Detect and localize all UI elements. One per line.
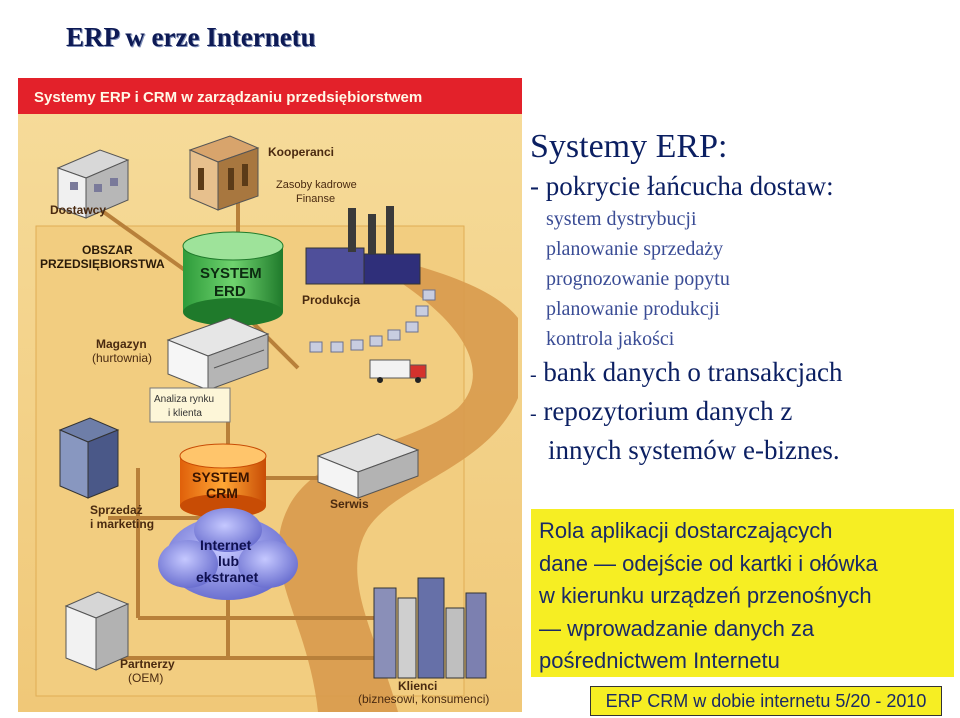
label-partnerzy: Partnerzy <box>120 657 175 671</box>
label-system-erd-1: SYSTEM <box>200 265 262 282</box>
sub-item: planowanie sprzedaży <box>546 238 724 260</box>
label-magazyn: Magazyn <box>96 337 147 351</box>
building-sprzedaz-icon <box>58 417 120 499</box>
label-system-crm-2: CRM <box>206 485 238 501</box>
building-partnerzy-icon <box>64 591 130 671</box>
bullet-bank: - bank danych o transakcjach <box>530 354 950 393</box>
bullet-repo-cont: innych systemów e-biznes. <box>548 435 840 465</box>
note-line: Rola aplikacji dostarczających <box>539 518 833 543</box>
label-obszar: OBSZAR <box>82 243 133 257</box>
erp-text-column: Systemy ERP: - pokrycie łańcucha dostaw:… <box>530 126 950 468</box>
label-zasoby-kadrowe: Zasoby kadrowe <box>276 179 357 191</box>
sub-item: prognozowanie popytu <box>546 268 730 290</box>
label-serwis: Serwis <box>330 497 369 511</box>
truck-icon <box>369 359 427 383</box>
bullet-dash: - <box>530 403 537 425</box>
goods-boxes <box>309 289 436 353</box>
city-klienci-icon <box>373 577 487 679</box>
label-analiza-2: i klienta <box>168 408 202 419</box>
label-sprzedaz: Sprzedaż <box>90 503 143 517</box>
label-finanse: Finanse <box>296 193 335 205</box>
bullet-repo-text: repozytorium danych z <box>543 396 793 426</box>
system-erd-cylinder-icon <box>182 231 284 326</box>
sub-item: planowanie produkcji <box>546 298 720 320</box>
sub-items-list: system dystrybucji planowanie sprzedaży … <box>530 204 950 354</box>
note-box: Rola aplikacji dostarczających dane — od… <box>531 509 954 677</box>
internet-cloud-icon <box>158 508 298 600</box>
building-dostawcy-icon <box>56 149 130 219</box>
erp-crm-diagram: Systemy ERP i CRM w zarządzaniu przedsię… <box>18 78 522 712</box>
label-przedsiebiorstwa: PRZEDSIĘBIORSTWA <box>40 257 165 271</box>
sub-item: system dystrybucji <box>546 208 697 230</box>
sub-item: kontrola jakości <box>546 328 675 350</box>
slide-title: ERP w erze Internetu <box>66 22 316 52</box>
supply-chain-line: - pokrycie łańcucha dostaw: <box>530 171 834 201</box>
label-i-marketing: i marketing <box>90 517 154 531</box>
diagram-header-bar <box>18 78 522 114</box>
system-crm-cylinder-icon <box>179 443 267 518</box>
bullet-repo: - repozytorium danych z <box>530 393 950 432</box>
label-system-crm-1: SYSTEM <box>192 469 250 485</box>
label-dostawcy: Dostawcy <box>50 203 106 217</box>
bullet-dash: - <box>530 364 537 386</box>
erp-heading: Systemy ERP: <box>530 128 728 165</box>
label-analiza-1: Analiza rynku <box>154 394 214 405</box>
bullet-bank-text: bank danych o transakcjach <box>543 357 843 387</box>
road <box>278 266 518 712</box>
label-internet-3: ekstranet <box>196 569 259 585</box>
factory-produkcja-icon <box>305 206 421 285</box>
slide-footer: ERP CRM w dobie internetu 5/20 - 2010 <box>590 686 942 716</box>
building-kooperanci-icon <box>188 135 260 211</box>
label-hurtownia: (hurtownia) <box>92 351 152 365</box>
label-oem: (OEM) <box>128 671 163 685</box>
label-system-erd-2: ERD <box>214 283 246 300</box>
note-line: — wprowadzanie danych za <box>539 615 815 641</box>
building-serwis-icon <box>316 433 420 499</box>
note-line: w kierunku urządzeń przenośnych <box>539 583 872 608</box>
note-line: dane — odejście od kartki i ołówka <box>539 550 878 576</box>
label-kooperanci: Kooperanci <box>268 145 334 159</box>
building-magazyn-icon <box>166 317 270 391</box>
label-klienci-typ: (biznesowi, konsumenci) <box>358 692 489 706</box>
label-produkcja: Produkcja <box>302 293 360 307</box>
diagram-header: Systemy ERP i CRM w zarządzaniu przedsię… <box>34 89 422 106</box>
analiza-box <box>149 387 231 423</box>
note-line: pośrednictwem Internetu <box>539 648 780 673</box>
label-internet-2: lub <box>218 553 239 569</box>
label-klienci: Klienci <box>398 679 437 693</box>
label-internet-1: Internet <box>200 537 252 553</box>
